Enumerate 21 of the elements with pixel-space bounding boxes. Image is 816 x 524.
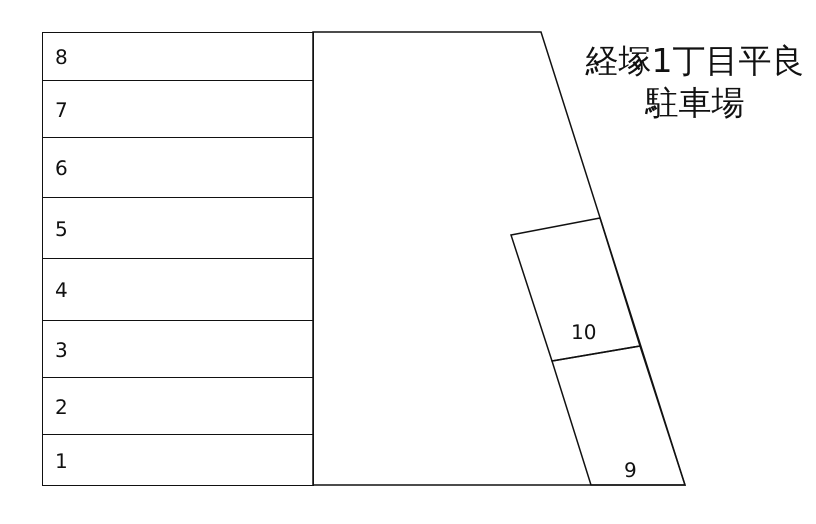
title: 経塚1丁目平良駐車場: [584, 40, 806, 124]
space-number: 1: [55, 450, 68, 472]
parking-space: [42, 197, 314, 259]
space-number: 8: [55, 46, 68, 68]
space-number: 9: [624, 459, 637, 481]
parking-space: [42, 320, 314, 378]
parking-space: [42, 137, 314, 198]
parking-space: [42, 32, 314, 81]
space-number: 6: [55, 157, 68, 179]
parking-space: [42, 377, 314, 435]
parking-space: [42, 434, 314, 486]
parking-space: [511, 218, 640, 361]
space-number: 3: [55, 338, 68, 360]
space-number: 5: [55, 218, 68, 240]
space-number: 10: [571, 321, 596, 343]
space-number: 4: [55, 279, 68, 301]
parking-space: [42, 80, 314, 138]
parking-space: [42, 258, 314, 321]
space-number: 7: [55, 98, 68, 120]
parking-space: [552, 346, 685, 485]
space-number: 2: [55, 396, 68, 418]
